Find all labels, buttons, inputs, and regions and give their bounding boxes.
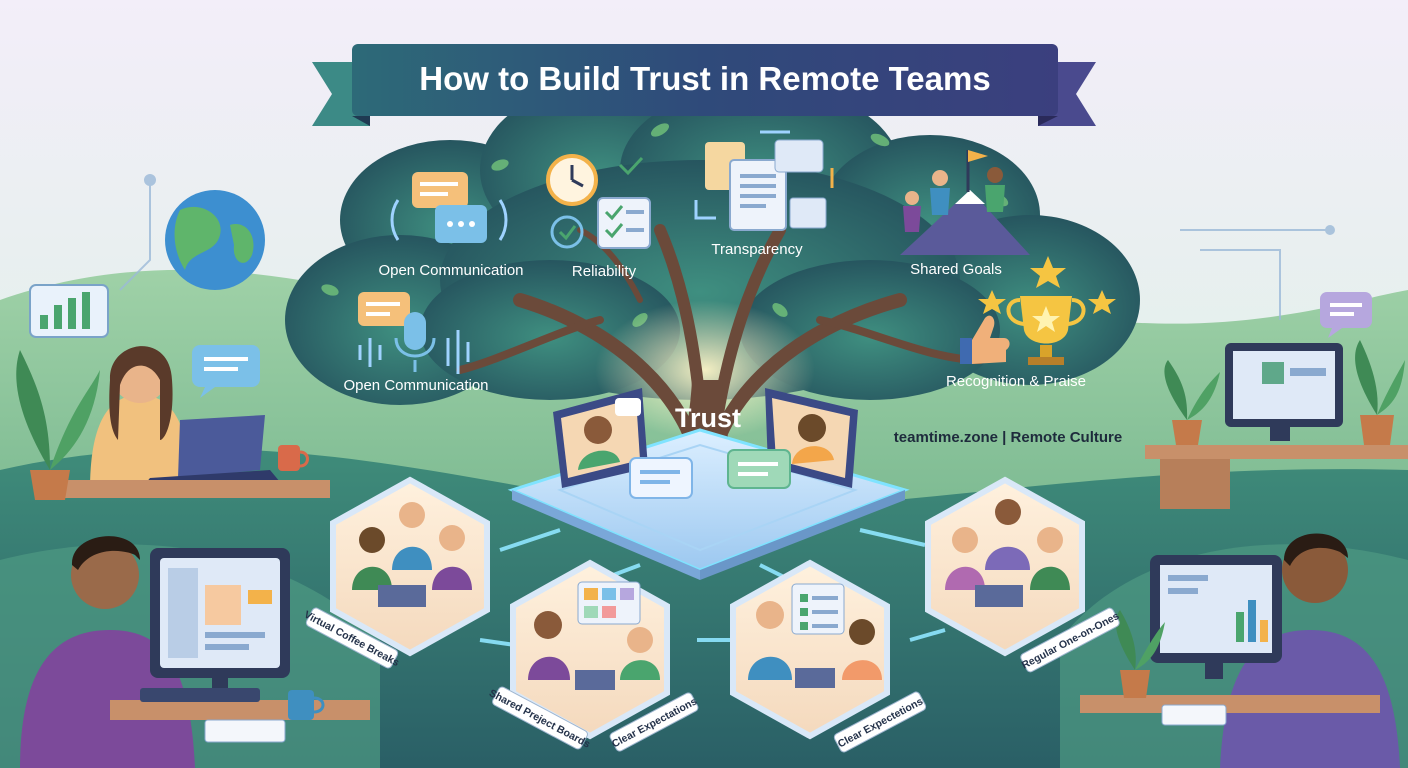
- coffee-mug-icon: [288, 690, 325, 720]
- plant-right-bottom: [1115, 610, 1165, 698]
- clock-checklist-icon: [546, 154, 651, 249]
- notepad-icon: [204, 719, 286, 743]
- coffee-mug-icon: [278, 445, 309, 471]
- thumbs-up-icon: [960, 315, 1010, 364]
- trust-label: Trust: [675, 403, 741, 433]
- notepad-icon: [1161, 704, 1227, 726]
- chat-bubbles-icon: [390, 172, 508, 243]
- title-banner: How to Build Trust in Remote Teams: [312, 44, 1096, 126]
- plant-left: [16, 350, 100, 500]
- stars-icon: [978, 256, 1116, 314]
- trust-glow: [595, 300, 815, 440]
- chart-card-icon: [29, 284, 109, 338]
- microphone-icon: [358, 292, 470, 374]
- chat-bubble-icon: [192, 345, 260, 398]
- canopy-label-transparency: Transparency: [711, 241, 803, 258]
- practice-hex-boards: [510, 559, 670, 740]
- globe-icon: [165, 190, 265, 290]
- practice-hex-expectations: [730, 559, 890, 740]
- circuit-lines: [119, 174, 1335, 320]
- practice-hex-oneonones: [925, 476, 1085, 657]
- keyboard-icon: [140, 688, 260, 702]
- desk-left-top: [40, 480, 330, 498]
- page-title: How to Build Trust in Remote Teams: [419, 60, 990, 97]
- chat-bubble-icon: [629, 449, 791, 499]
- monitor-icon: [1150, 555, 1282, 679]
- chat-bubble-icon: [1320, 292, 1372, 338]
- monitor-icon: [1225, 343, 1343, 441]
- plant-right: [1164, 340, 1405, 445]
- drawer-cabinet: [1160, 459, 1230, 509]
- desk-right-top: [1145, 445, 1408, 459]
- chat-bubble-icon: [615, 398, 641, 416]
- network-lines: [479, 528, 946, 647]
- brand-line: teamtime.zone | Remote Culture: [894, 429, 1122, 446]
- remote-worker-woman: [90, 346, 190, 490]
- canopy-label-communication-2: Open Communication: [343, 377, 488, 394]
- canopy-label-reliability: Reliability: [572, 263, 637, 280]
- mountain-flag-icon: [900, 150, 1030, 255]
- canopy-label-communication: Open Communication: [378, 262, 523, 279]
- canopy-label-shared-goals: Shared Goals: [910, 261, 1002, 278]
- canopy-label-recognition: Recognition & Praise: [946, 373, 1086, 390]
- trophy-icon: [1006, 296, 1086, 365]
- practice-hex-coffee: [330, 476, 490, 657]
- desk-left-bottom: [110, 700, 370, 720]
- desk-right-bottom: [1080, 695, 1380, 713]
- documents-icon: [694, 130, 834, 231]
- monitor-icon: [150, 548, 290, 696]
